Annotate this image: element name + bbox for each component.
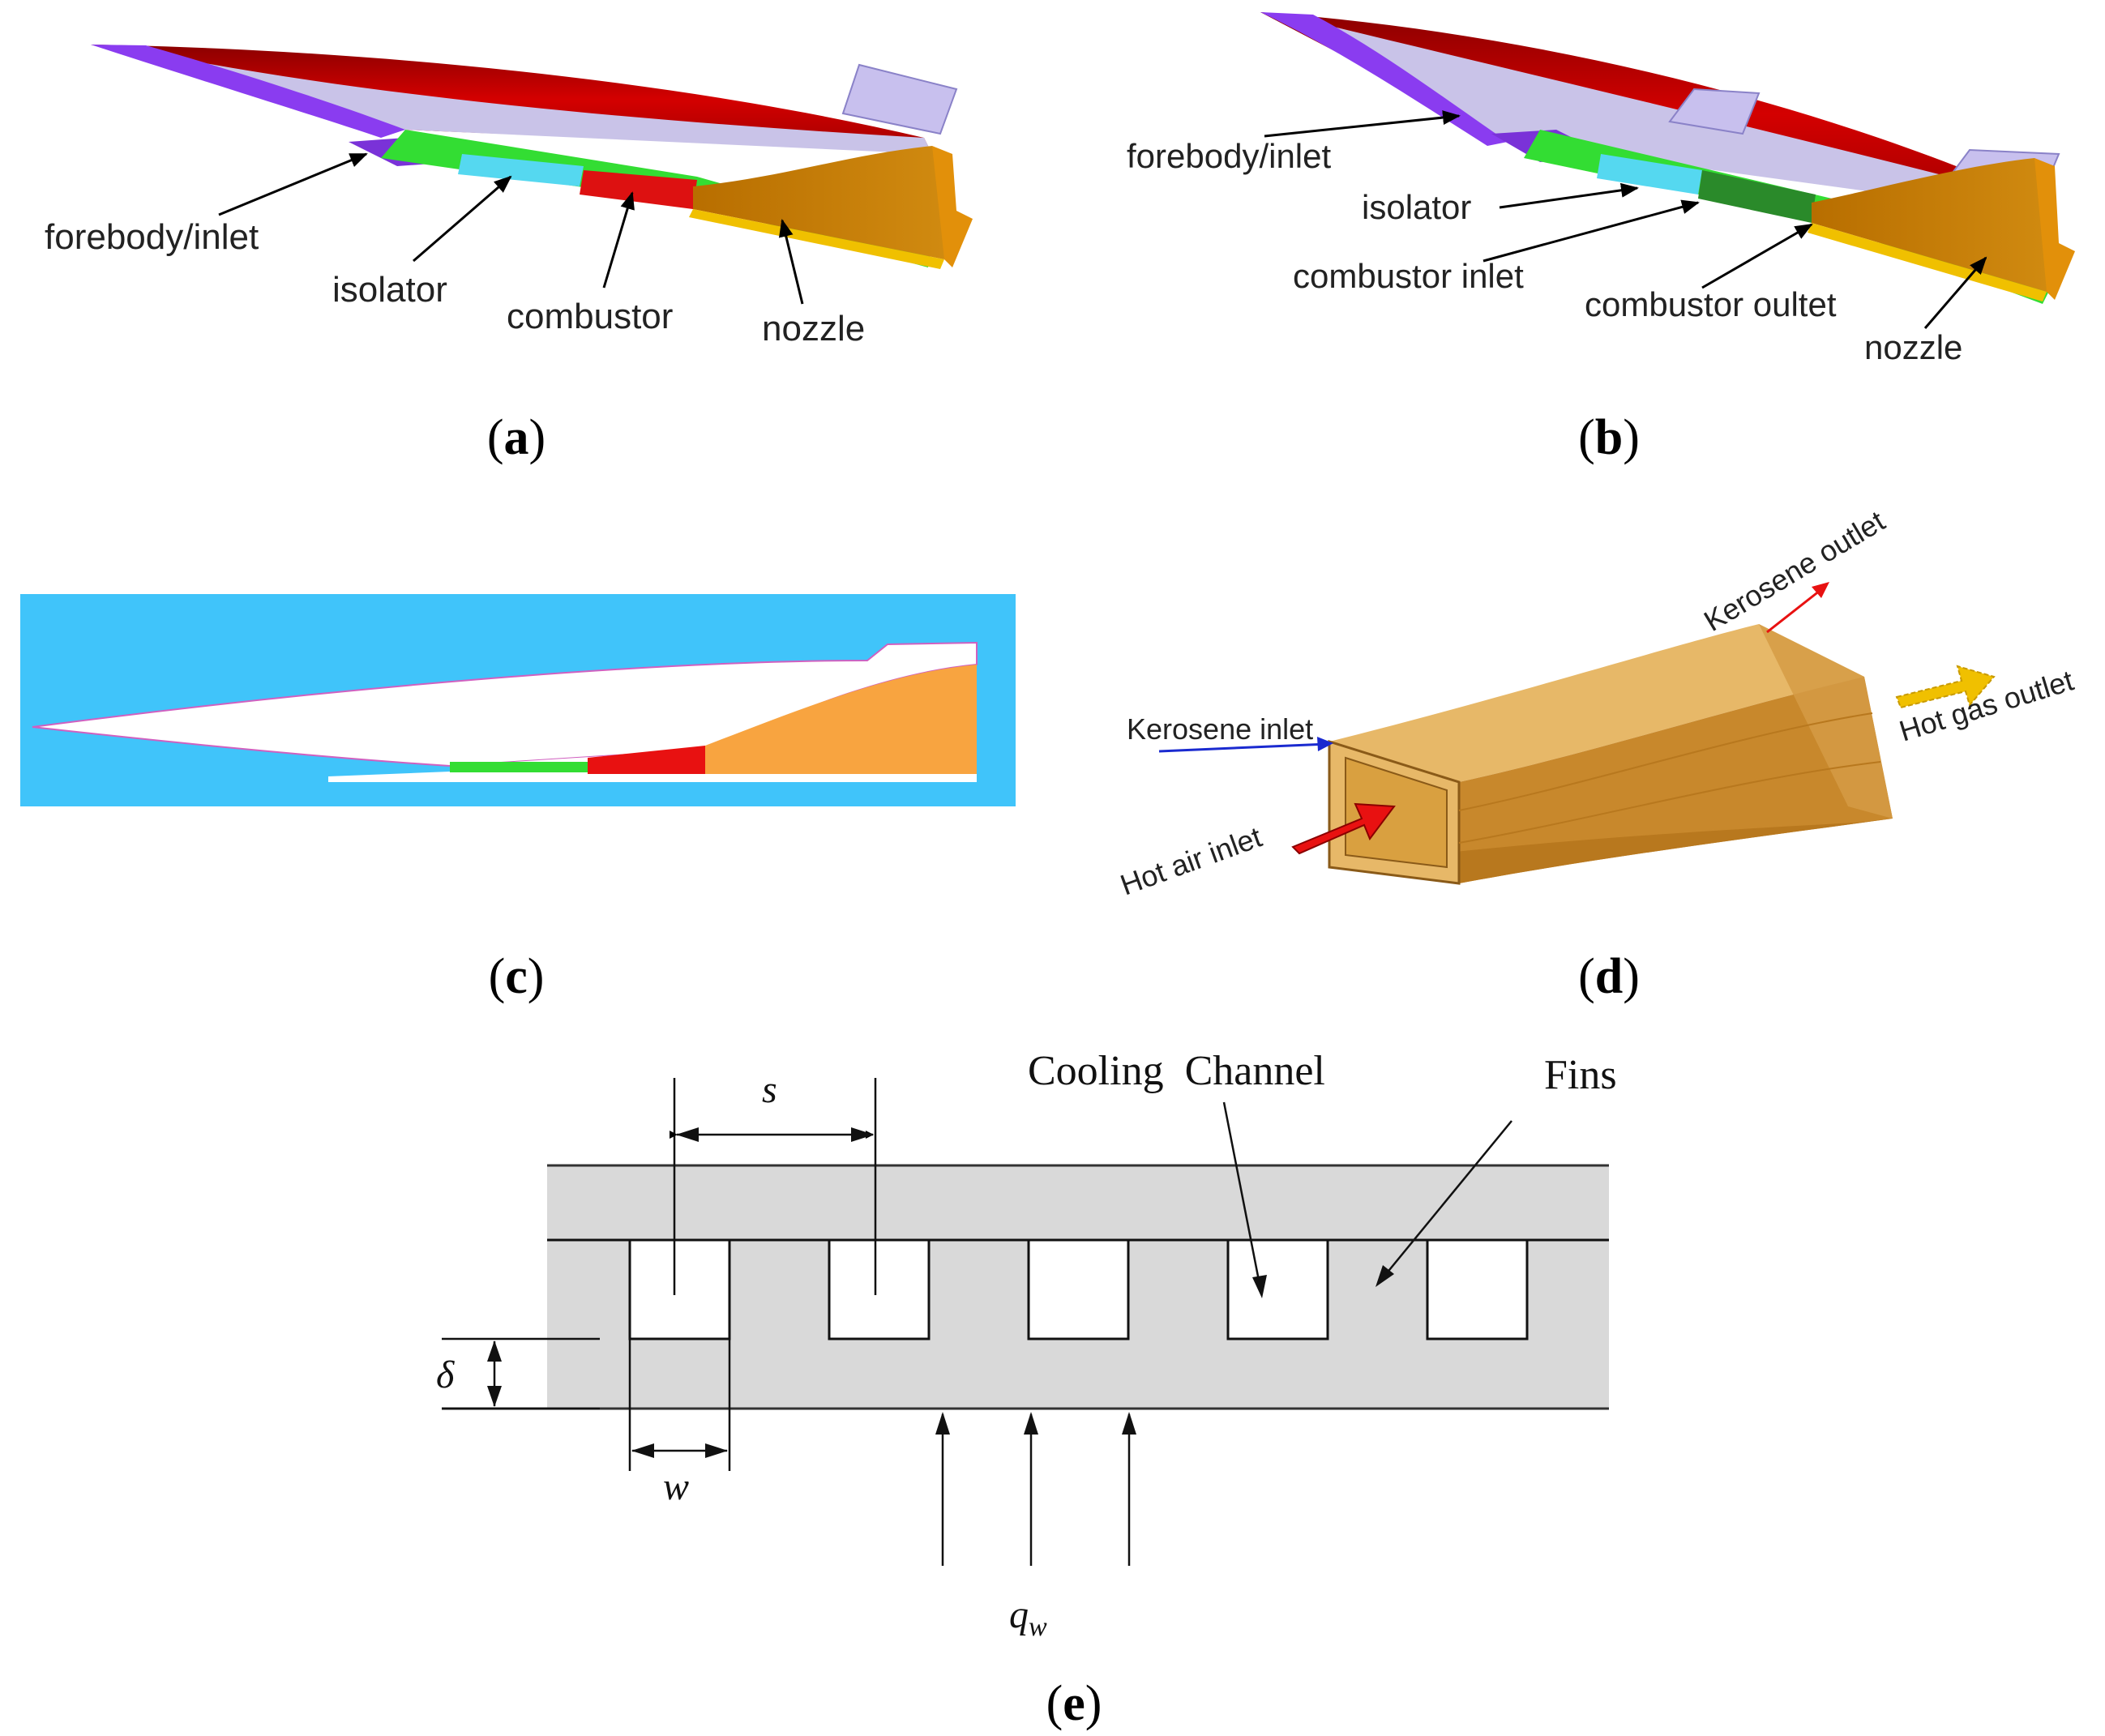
caption-d: (d) <box>1578 949 1640 1004</box>
e-arrow-cooling-channel-head <box>1252 1275 1267 1298</box>
e-channel-2 <box>828 1238 931 1340</box>
e-label-fins: Fins <box>1544 1052 1617 1098</box>
d-duct-grain-2 <box>1458 761 1881 844</box>
arrow-b-nozzle <box>1923 256 1987 329</box>
e-qw-arrow-3-head <box>1122 1412 1136 1435</box>
e-channel-4 <box>1226 1238 1329 1340</box>
e-label-delta: δ <box>436 1353 455 1396</box>
arrow-a-isolator <box>413 175 512 263</box>
arrow-b-isolator <box>1499 182 1639 209</box>
e-label-q-sub: w <box>1029 1612 1047 1642</box>
arrow-a-forebody <box>218 152 368 216</box>
isolator-cyan <box>458 154 584 186</box>
e-label-cooling-channel: Cooling Channel <box>1028 1048 1325 1094</box>
nozzle-orange <box>693 146 944 259</box>
label-b-forebody-inlet: forebody/inlet <box>1127 137 1331 175</box>
e-arrow-fins <box>1381 1120 1512 1280</box>
e-label-w: w <box>663 1465 689 1508</box>
b-combustor-dark <box>1698 170 1816 223</box>
e-channel-3 <box>1027 1238 1130 1340</box>
label-b-combustor-outlet: combustor oultet <box>1585 285 1837 323</box>
label-a-forebody-inlet: forebody/inlet <box>45 217 259 257</box>
forebody-purple <box>91 45 405 138</box>
panel-b: forebody/inlet isolator combustor inlet … <box>1127 12 2075 465</box>
arrow-a-combustor <box>602 191 635 289</box>
tail-fin <box>841 63 958 135</box>
e-label-s: s <box>762 1068 777 1111</box>
label-b-isolator: isolator <box>1362 188 1471 226</box>
b-tail-fin-top <box>1668 88 1761 135</box>
e-label-q: q <box>1009 1593 1029 1636</box>
e-arrow-cooling-channel <box>1222 1101 1262 1289</box>
b-body-underside <box>1297 18 2039 215</box>
b-nozzle-side <box>2034 158 2075 300</box>
arrow-b-forebody <box>1264 110 1461 138</box>
d-duct-grain-1 <box>1458 712 1873 811</box>
c-combustor-red <box>588 746 705 774</box>
e-w-arrow-right <box>705 1443 728 1458</box>
caption-c: (c) <box>489 949 545 1004</box>
caption-e: (e) <box>1046 1676 1102 1731</box>
b-nozzle-orange <box>1812 158 2047 292</box>
panel-c: (c) <box>20 594 1016 1004</box>
label-b-nozzle: nozzle <box>1864 328 1962 366</box>
e-channel-5 <box>1426 1238 1529 1340</box>
d-inlet-opening <box>1345 756 1448 869</box>
label-d-kerosene-inlet: Kerosene inlet <box>1127 712 1313 746</box>
e-w-arrow-left <box>631 1443 654 1458</box>
panel-a: forebody/inlet isolator combustor nozzle… <box>45 45 973 465</box>
e-s-arrow-right <box>851 1127 874 1142</box>
e-upper-plate <box>547 1165 1609 1240</box>
caption-b: (b) <box>1578 410 1640 465</box>
arrow-d-kerosene-inlet-head <box>1317 737 1333 751</box>
arrow-d-hot-gas-outlet <box>1895 665 1996 709</box>
nozzle-bottom-strip <box>689 209 944 269</box>
d-duct-bottom <box>1329 819 1893 883</box>
arrow-a-nozzle <box>778 219 804 305</box>
d-duct-top <box>1329 624 1864 782</box>
e-delta-arrow-top <box>487 1340 502 1362</box>
arrow-b-combustor-outlet <box>1701 223 1813 289</box>
label-a-isolator: isolator <box>332 270 447 310</box>
e-s-arrow-left <box>676 1127 699 1142</box>
e-qw-arrow-2-head <box>1024 1412 1038 1435</box>
label-a-combustor: combustor <box>507 297 673 336</box>
arrow-d-kerosene-outlet <box>1766 586 1825 634</box>
e-delta-arrow-bottom <box>487 1386 502 1407</box>
e-channel-1 <box>628 1238 731 1340</box>
c-cowl <box>328 772 977 782</box>
caption-a: (a) <box>487 410 546 465</box>
panel-d: Kerosene inlet Hot air inlet Kerosene ou… <box>1116 504 2077 1004</box>
label-d-hot-air-inlet-group: Hot air inlet <box>1116 820 1266 902</box>
body-underside <box>130 49 932 154</box>
label-d-kerosene-outlet: Kerosene outlet <box>1698 504 1890 638</box>
c-nozzle-orange <box>705 665 977 774</box>
nozzle-side <box>932 146 973 267</box>
e-label-qw: qw <box>1009 1593 1047 1642</box>
e-arrow-fins-head <box>1376 1265 1394 1287</box>
panel-e: s w δ qw Cooling Channel Fins (e) <box>436 1048 1617 1731</box>
b-nozzle-bottom-strip <box>1808 223 2047 301</box>
label-d-hot-air-inlet: Hot air inlet <box>1116 820 1266 902</box>
arrow-d-hot-air-inlet <box>1291 802 1396 855</box>
label-d-kerosene-outlet-group: Kerosene outlet <box>1698 504 1890 638</box>
b-isolator-cyan <box>1597 154 1702 195</box>
label-a-nozzle: nozzle <box>762 309 865 348</box>
arrow-d-kerosene-inlet <box>1158 742 1328 753</box>
arrow-b-combustor-inlet <box>1482 199 1700 263</box>
label-b-combustor-inlet: combustor inlet <box>1293 257 1524 295</box>
combustor-red <box>580 170 697 209</box>
e-qw-arrow-1-head <box>935 1412 950 1435</box>
c-isolator-green <box>450 762 588 772</box>
arrow-d-kerosene-outlet-head <box>1812 582 1829 598</box>
